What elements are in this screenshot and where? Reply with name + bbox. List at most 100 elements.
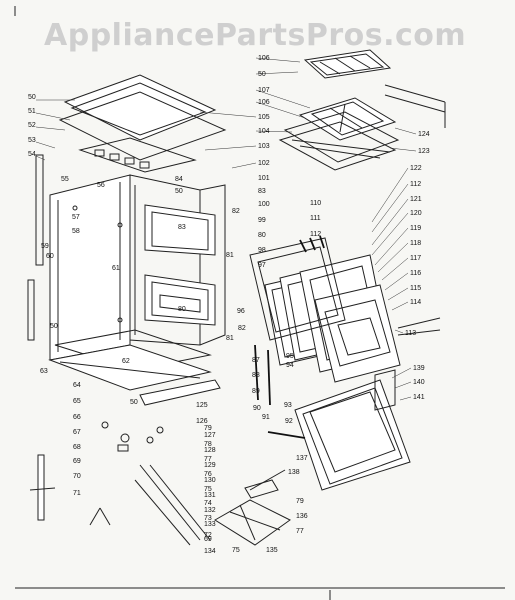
- part-number-label: 112: [310, 231, 321, 238]
- part-number-label: 129: [204, 462, 216, 469]
- top-grille: [303, 49, 392, 79]
- part-number-label: 140: [413, 379, 425, 386]
- part-number-label: 76: [204, 471, 212, 478]
- part-number-label: 75: [204, 486, 212, 493]
- part-number-label: 141: [413, 394, 425, 401]
- part-number-label: 81: [226, 335, 234, 342]
- door-gaskets: [249, 237, 346, 341]
- part-number-label: 138: [288, 469, 300, 476]
- part-number-label: 82: [238, 325, 246, 332]
- vent-trim: [78, 137, 197, 173]
- part-number-label: 106: [258, 99, 270, 106]
- part-number-label: 53: [28, 137, 36, 144]
- upper-oven-cavity: [144, 204, 216, 256]
- part-number-label: 69: [73, 458, 81, 465]
- part-number-label: 55: [61, 176, 69, 183]
- part-number-label: 102: [258, 160, 270, 167]
- part-number-label: 121: [410, 196, 422, 203]
- part-number-label: 69: [204, 536, 212, 543]
- part-number-label: 133: [204, 521, 216, 528]
- part-number-label: 63: [40, 368, 48, 375]
- part-number-label: 134: [204, 548, 216, 555]
- part-number-label: 83: [258, 188, 266, 195]
- drawer-frame: [374, 369, 396, 411]
- kick-plate: [139, 379, 221, 406]
- part-number-label: 88: [252, 372, 260, 379]
- part-number-label: 52: [28, 122, 36, 129]
- part-number-label: 137: [296, 455, 308, 462]
- part-number-label: 87: [252, 357, 260, 364]
- leader-lines: [35, 57, 417, 401]
- bake-pan: [278, 97, 400, 171]
- part-number-label: 113: [405, 330, 416, 337]
- part-number-label: 92: [285, 418, 293, 425]
- part-number-label: 114: [410, 299, 421, 306]
- part-number-label: 50: [50, 323, 58, 330]
- part-number-label: 50: [175, 188, 183, 195]
- hinge-rods: [397, 317, 441, 336]
- part-number-label: 139: [413, 365, 425, 372]
- part-number-label: 97: [258, 262, 266, 269]
- part-number-label: 74: [204, 500, 212, 507]
- part-number-label: 70: [73, 473, 81, 480]
- part-number-label: 67: [73, 429, 81, 436]
- part-number-label: 59: [41, 243, 49, 250]
- part-number-label: 51: [28, 108, 36, 115]
- part-number-label: 54: [28, 151, 36, 158]
- misc-marks: [89, 507, 111, 526]
- corner-marks: [14, 6, 505, 600]
- part-number-label: 111: [310, 215, 321, 222]
- side-brackets: [384, 84, 446, 128]
- latch-pins: [299, 235, 325, 253]
- burner-bracket: [244, 479, 279, 499]
- part-number-label: 77: [204, 456, 212, 463]
- part-number-label: 117: [410, 255, 421, 262]
- part-number-label: 120: [410, 210, 422, 217]
- part-number-labels: 1065010710610510410310212412350515253545…: [28, 55, 430, 555]
- part-number-label: 99: [258, 217, 266, 224]
- part-number-label: 58: [72, 228, 80, 235]
- part-number-label: 78: [204, 441, 212, 448]
- part-number-label: 105: [258, 114, 270, 121]
- front-strips: [27, 154, 44, 341]
- part-number-label: 103: [258, 143, 270, 150]
- small-hardware: [101, 421, 164, 452]
- part-number-label: 94: [286, 362, 294, 369]
- part-number-label: 68: [73, 444, 81, 451]
- part-number-label: 95: [286, 353, 294, 360]
- part-number-label: 123: [418, 148, 430, 155]
- lower-oven-cavity: [144, 274, 216, 326]
- part-number-label: 72: [204, 532, 212, 539]
- part-number-label: 77: [296, 528, 304, 535]
- part-number-label: 57: [72, 214, 80, 221]
- part-number-label: 104: [258, 128, 270, 135]
- part-number-label: 83: [178, 224, 186, 231]
- part-number-label: 61: [112, 265, 120, 272]
- part-number-label: 60: [46, 253, 54, 260]
- part-number-label: 128: [204, 447, 216, 454]
- part-number-label: 122: [410, 165, 422, 172]
- burner-tube-assembly: [134, 464, 291, 546]
- part-number-label: 56: [97, 182, 105, 189]
- part-number-label: 124: [418, 131, 430, 138]
- part-number-label: 132: [204, 507, 216, 514]
- part-number-label: 80: [258, 232, 266, 239]
- part-number-label: 91: [262, 414, 270, 421]
- watermark: AppliancePartsPros.com: [44, 18, 467, 53]
- part-number-label: 126: [196, 418, 208, 425]
- part-number-label: 119: [410, 225, 421, 232]
- part-number-label: 65: [73, 398, 81, 405]
- part-number-label: 89: [252, 388, 260, 395]
- part-number-label: 135: [266, 547, 278, 554]
- latch-mechanism: [254, 344, 306, 439]
- part-number-label: 79: [296, 498, 304, 505]
- part-number-label: 75: [232, 547, 240, 554]
- part-number-label: 118: [410, 240, 421, 247]
- part-number-label: 50: [130, 399, 138, 406]
- base-panel: [48, 329, 212, 391]
- part-number-label: 112: [410, 181, 421, 188]
- part-number-label: 90: [253, 405, 261, 412]
- part-number-label: 115: [410, 285, 421, 292]
- lower-drawer: [294, 379, 411, 491]
- part-number-label: 73: [204, 515, 212, 522]
